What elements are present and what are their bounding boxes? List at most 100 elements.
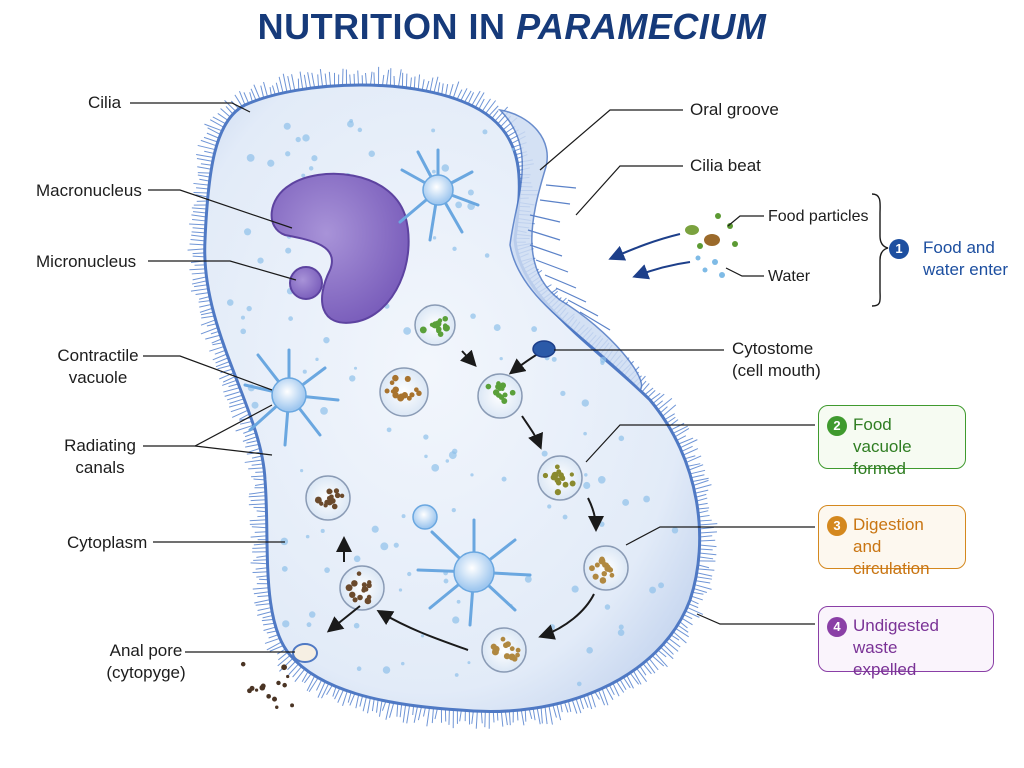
waste-particle	[275, 705, 279, 709]
cilium	[687, 463, 701, 467]
granule	[347, 120, 354, 128]
cilium	[699, 535, 713, 538]
cilium	[409, 77, 412, 89]
cilium	[520, 709, 525, 726]
cilium	[355, 694, 360, 709]
granule	[571, 585, 579, 593]
cilium	[198, 299, 211, 303]
cilium	[197, 174, 211, 178]
cilium	[688, 603, 699, 609]
label-contractile-vacuole-line1: Contractile	[57, 346, 139, 365]
cilium	[189, 268, 206, 271]
granule	[407, 571, 412, 577]
cilium	[215, 357, 229, 364]
page-title: NUTRITION IN PARAMECIUM	[0, 6, 1024, 48]
cilium	[349, 693, 356, 706]
cilium	[197, 172, 211, 174]
cilium	[417, 706, 423, 721]
granule	[583, 431, 587, 436]
granule	[382, 666, 391, 674]
cilium	[196, 187, 209, 190]
cilium	[385, 701, 391, 720]
cilium	[249, 92, 253, 103]
cilium	[508, 710, 511, 726]
granule	[285, 151, 291, 157]
cilium	[220, 108, 231, 118]
cilium	[257, 607, 272, 612]
granule	[311, 155, 318, 162]
granule	[380, 542, 389, 551]
granule	[622, 499, 630, 506]
cilium	[257, 515, 267, 518]
cilium	[605, 686, 614, 701]
cilium	[217, 113, 229, 121]
waste-particle	[282, 682, 287, 688]
granule	[467, 661, 471, 665]
cilium	[685, 455, 702, 464]
granule	[323, 336, 330, 344]
cilium	[239, 90, 246, 106]
cilium	[402, 704, 407, 723]
label-radiating-canals: Radiating canals	[50, 435, 150, 479]
granule	[547, 504, 552, 509]
granule	[371, 525, 379, 533]
cilium	[548, 705, 553, 725]
cilium	[371, 698, 375, 712]
granule	[493, 324, 501, 331]
cilium	[699, 552, 717, 556]
cilium	[698, 519, 712, 522]
expelled-waste	[240, 661, 295, 709]
cilium	[689, 469, 706, 475]
leader-lines	[130, 102, 815, 653]
cilium	[266, 641, 282, 651]
cilium	[689, 599, 699, 605]
waste-particle	[254, 688, 259, 692]
cilium	[253, 591, 270, 595]
cilium	[594, 691, 600, 700]
macronucleus	[270, 172, 410, 324]
cilium	[375, 699, 379, 713]
cilium	[642, 663, 652, 675]
cilium	[492, 711, 495, 723]
cilium	[697, 502, 708, 506]
cilium	[255, 471, 265, 473]
step-3-line2: circulation	[853, 559, 930, 578]
granule	[501, 476, 507, 482]
granule	[470, 473, 474, 477]
cilium	[252, 587, 269, 590]
step-2-line1: Food vacuole	[853, 415, 912, 456]
cilium	[677, 624, 689, 633]
cilium	[636, 667, 648, 682]
cilium	[194, 284, 208, 288]
cilium	[235, 424, 254, 432]
cilium	[674, 428, 690, 438]
granule	[431, 169, 436, 174]
cilium	[244, 432, 257, 438]
cilium	[612, 682, 620, 697]
cilium	[209, 119, 225, 128]
cilium	[397, 69, 402, 87]
cilium	[207, 127, 221, 135]
granule	[420, 634, 425, 638]
cilium	[190, 288, 209, 292]
cilium	[189, 223, 206, 226]
cilium	[249, 523, 267, 525]
cilium	[452, 81, 460, 99]
cilium	[244, 459, 263, 463]
cilium	[679, 621, 688, 629]
cilium	[306, 675, 316, 692]
cilium	[256, 555, 268, 558]
granule	[353, 622, 360, 629]
food-vacuole	[583, 545, 629, 591]
cilium	[481, 98, 491, 112]
cilium	[698, 514, 710, 518]
waste-particle	[272, 696, 277, 702]
cilium	[693, 484, 712, 490]
cilium	[223, 387, 240, 393]
cilium	[307, 72, 312, 89]
label-cytoplasm: Cytoplasm	[67, 533, 148, 552]
cilium	[399, 703, 403, 718]
cilium	[191, 214, 207, 218]
cilium	[378, 700, 383, 717]
cilium	[191, 231, 206, 234]
